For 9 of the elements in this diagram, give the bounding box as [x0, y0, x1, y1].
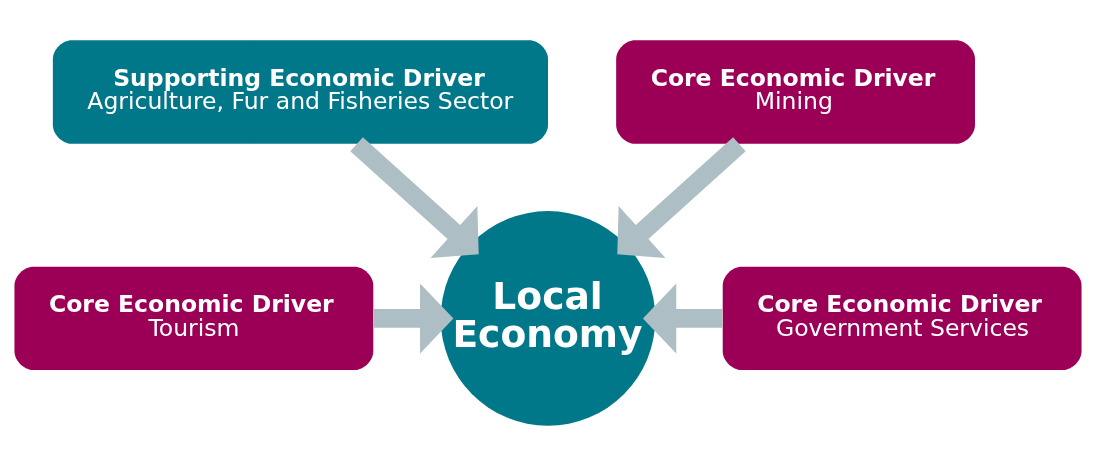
- node-box: Core Economic Driver Tourism: [14, 266, 374, 371]
- arrow: [642, 283, 723, 354]
- node-box: Core Economic Driver Government Services: [722, 266, 1082, 371]
- arrow: [350, 137, 479, 258]
- arrow: [617, 137, 746, 258]
- node-circle: Local Economy: [440, 211, 656, 426]
- node-box: Core Economic Driver Mining: [616, 40, 975, 144]
- node-box: Supporting Economic Driver Agriculture, Fur and Fisheries Sector: [52, 40, 548, 144]
- arrow: [373, 283, 454, 354]
